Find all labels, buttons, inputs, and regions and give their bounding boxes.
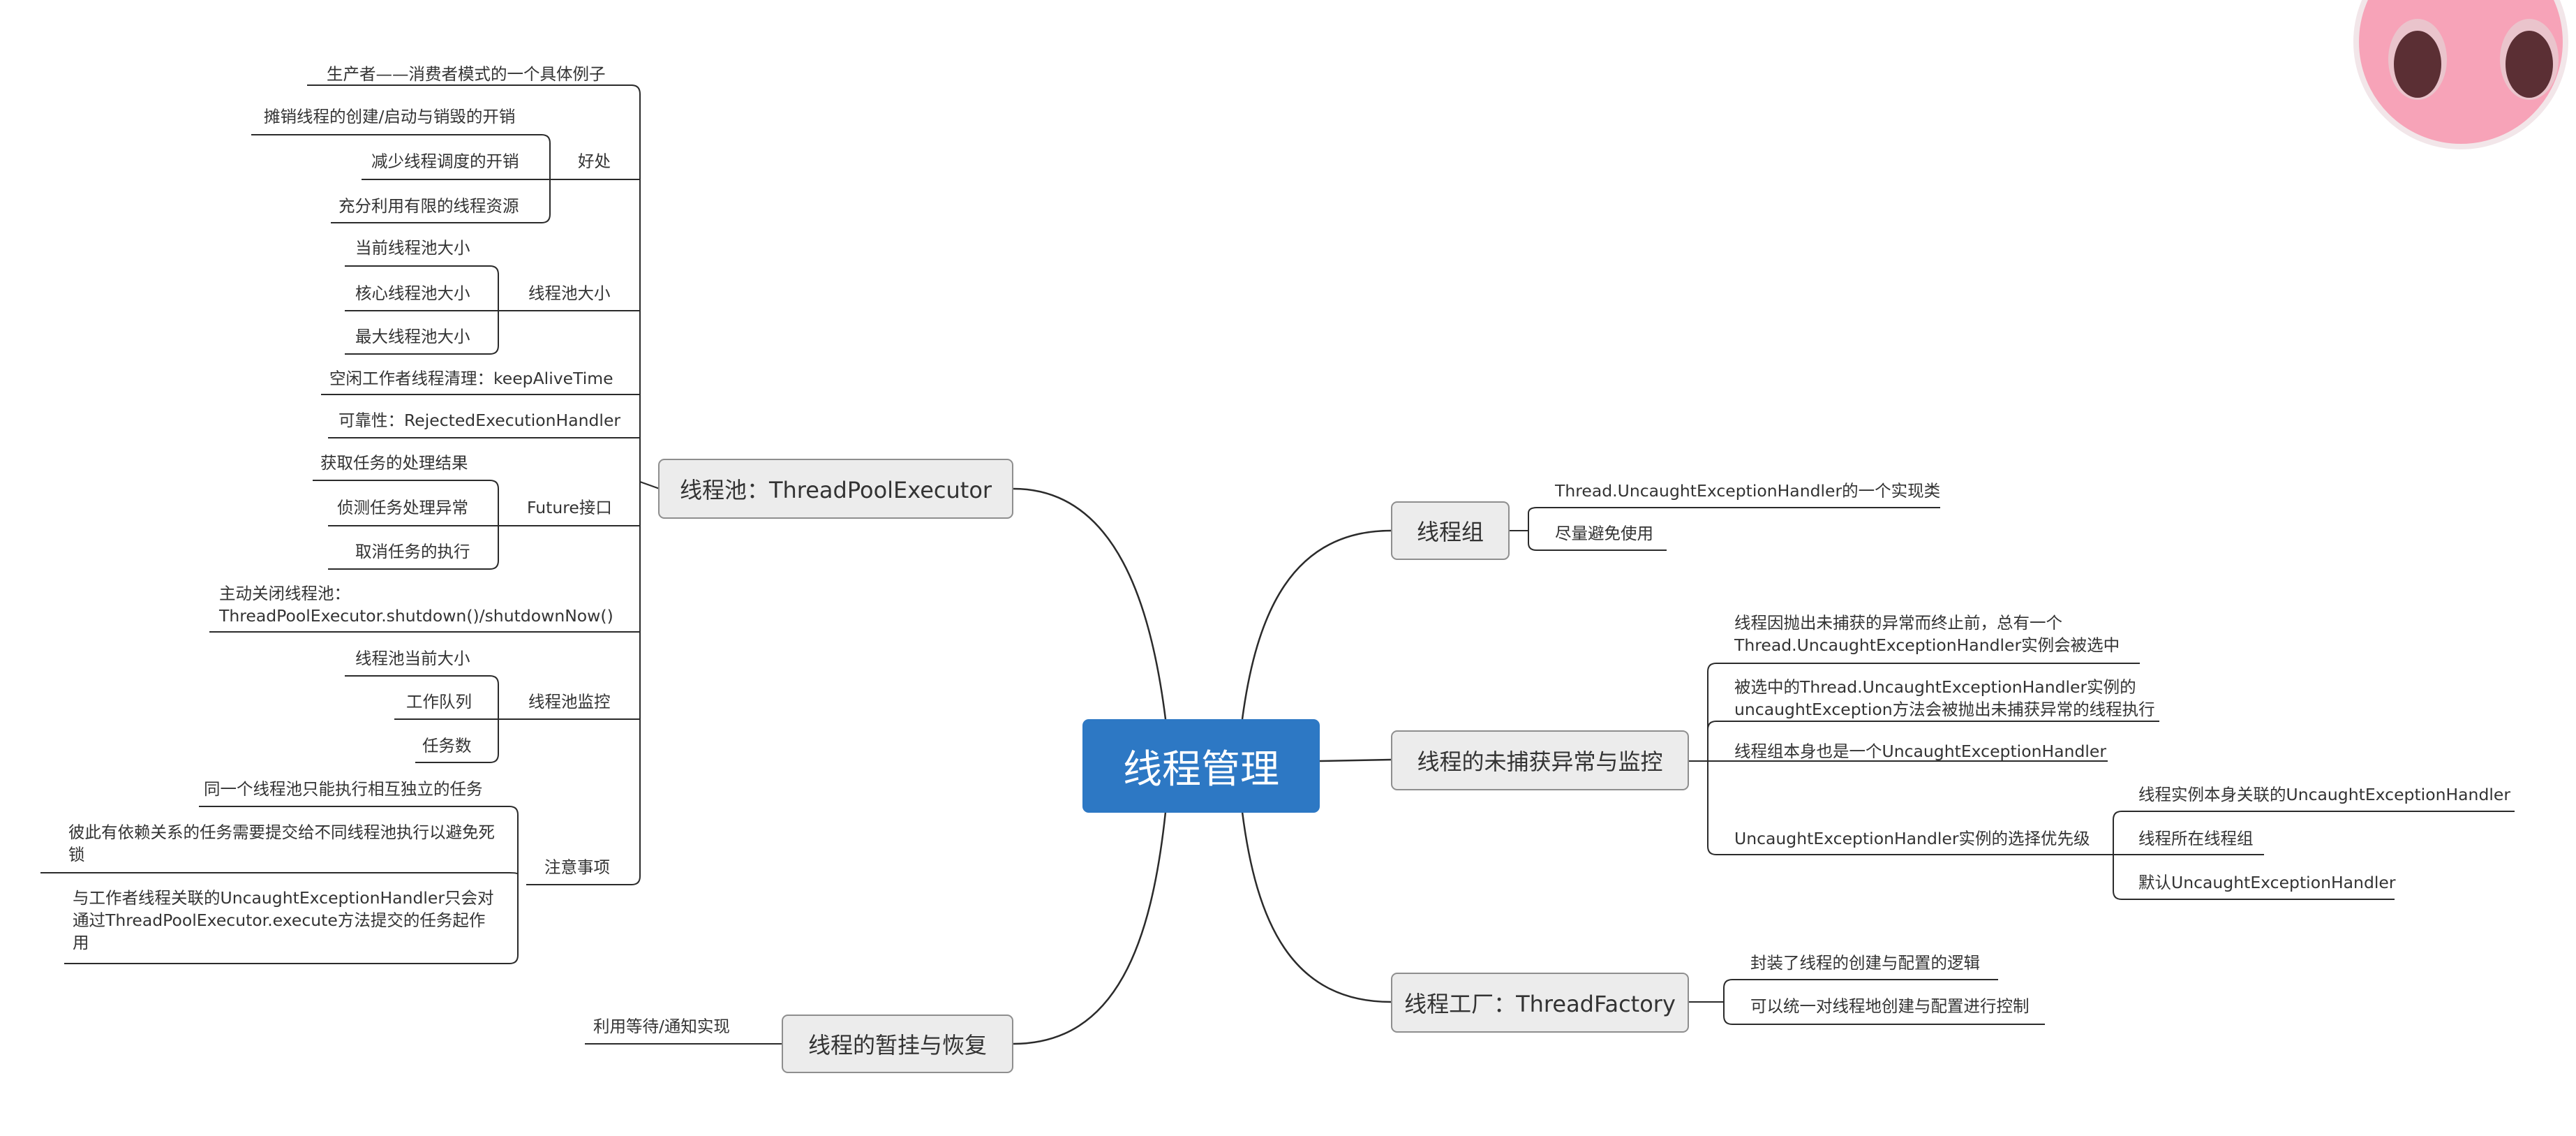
benefit-item[interactable]: 摊销线程的创建/启动与销毁的开销 [264, 107, 516, 126]
priority-item[interactable]: 默认UncaughtExceptionHandler [2138, 873, 2396, 892]
monitor-item[interactable]: 线程池当前大小 [355, 649, 470, 668]
subtopic-keepalive[interactable]: 空闲工作者线程清理：keepAliveTime [329, 369, 613, 388]
central-topic-label: 线程管理 [1123, 746, 1279, 792]
future-item[interactable]: 获取任务的处理结果 [320, 453, 468, 473]
subtopic-shutdown[interactable]: 主动关闭线程池：ThreadPoolExecutor.shutdown()/sh… [219, 584, 613, 626]
suspend-item[interactable]: 利用等待/通知实现 [593, 1017, 730, 1036]
topic-uncaught-exception[interactable]: 线程的未捕获异常与监控 [1391, 730, 1689, 790]
topic-thread-group[interactable]: 线程组 [1391, 501, 1510, 560]
pig-nose-mascot [2353, 0, 2568, 149]
priority-item[interactable]: 线程实例本身关联的UncaughtExceptionHandler [2138, 785, 2511, 804]
topic-suspend-resume-label: 线程的暂挂与恢复 [807, 1032, 987, 1058]
note-item[interactable]: 彼此有依赖关系的任务需要提交给不同线程池执行以避免死锁 [68, 823, 495, 864]
factory-item[interactable]: 可以统一对线程地创建与配置进行控制 [1750, 996, 2030, 1016]
subtopic-notes[interactable]: 注意事项 [544, 857, 610, 877]
group-item[interactable]: 尽量避免使用 [1555, 524, 1653, 543]
note-item[interactable]: 与工作者线程关联的UncaughtExceptionHandler只会对通过Th… [73, 888, 494, 952]
subtopic-monitoring[interactable]: 线程池监控 [528, 692, 611, 711]
topic-thread-factory-label: 线程工厂：ThreadFactory [1404, 991, 1676, 1017]
subtopic-reliability[interactable]: 可靠性：RejectedExecutionHandler [338, 411, 621, 430]
subtopic-future[interactable]: Future接口 [527, 498, 612, 517]
subtopic-handler-priority[interactable]: UncaughtExceptionHandler实例的选择优先级 [1734, 829, 2090, 848]
benefit-item[interactable]: 减少线程调度的开销 [371, 152, 519, 171]
topic-suspend-resume[interactable]: 线程的暂挂与恢复 [782, 1015, 1013, 1073]
benefit-item[interactable]: 充分利用有限的线程资源 [338, 196, 519, 216]
uncaught-item[interactable]: 被选中的Thread.UncaughtExceptionHandler实例的un… [1734, 677, 2155, 719]
topic-thread-pool-label: 线程池：ThreadPoolExecutor [679, 477, 992, 503]
monitor-item[interactable]: 工作队列 [406, 692, 472, 711]
topic-thread-factory[interactable]: 线程工厂：ThreadFactory [1391, 973, 1689, 1033]
pool-size-item[interactable]: 当前线程池大小 [355, 238, 470, 258]
group-item[interactable]: Thread.UncaughtExceptionHandler的一个实现类 [1555, 481, 1941, 501]
future-item[interactable]: 取消任务的执行 [355, 542, 470, 561]
factory-item[interactable]: 封装了线程的创建与配置的逻辑 [1750, 953, 1980, 973]
uncaught-item[interactable]: 线程组本身也是一个UncaughtExceptionHandler [1734, 742, 2107, 761]
topic-thread-group-label: 线程组 [1416, 519, 1484, 545]
monitor-item[interactable]: 任务数 [422, 736, 472, 755]
pool-size-item[interactable]: 核心线程池大小 [355, 283, 470, 303]
note-item[interactable]: 同一个线程池只能执行相互独立的任务 [204, 779, 483, 799]
uncaught-item[interactable]: 线程因抛出未捕获的异常而终止前，总有一个Thread.UncaughtExcep… [1734, 613, 2120, 655]
subtopic-producer-consumer[interactable]: 生产者——消费者模式的一个具体例子 [327, 64, 606, 84]
topic-uncaught-exception-label: 线程的未捕获异常与监控 [1417, 748, 1663, 775]
pool-size-item[interactable]: 最大线程池大小 [355, 327, 470, 346]
subtopic-pool-size[interactable]: 线程池大小 [528, 283, 611, 303]
subtopic-benefits[interactable]: 好处 [578, 152, 611, 171]
priority-item[interactable]: 线程所在线程组 [2138, 829, 2254, 848]
future-item[interactable]: 侦测任务处理异常 [337, 498, 468, 517]
topic-thread-pool[interactable]: 线程池：ThreadPoolExecutor [658, 459, 1013, 519]
central-topic[interactable]: 线程管理 [1082, 719, 1320, 813]
